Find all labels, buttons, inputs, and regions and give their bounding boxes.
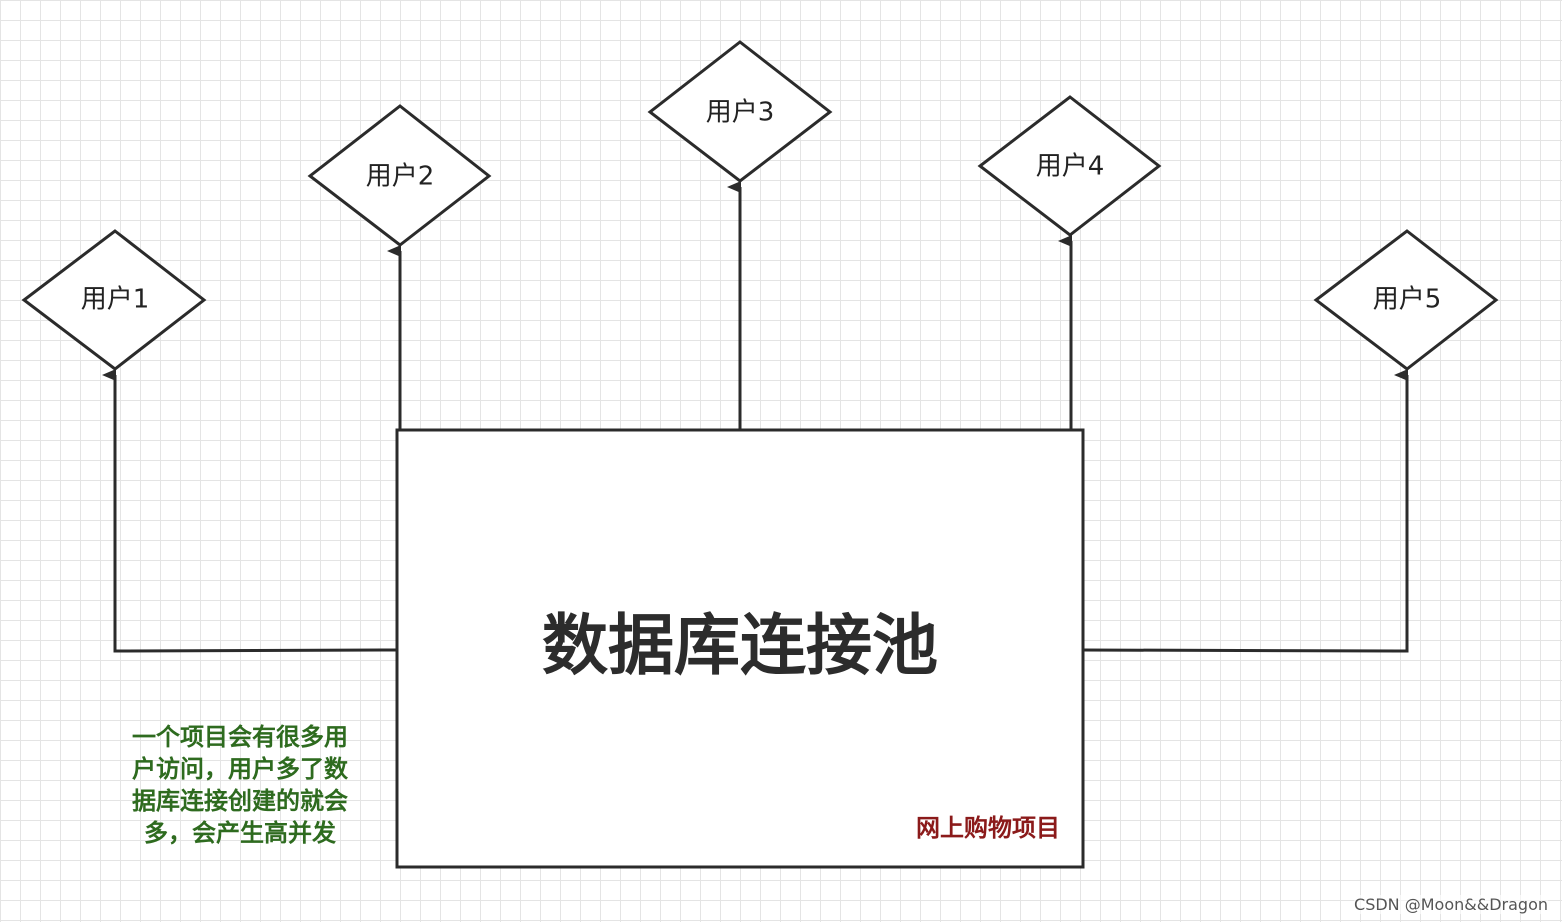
user-node-3: 用户3 bbox=[647, 40, 833, 183]
user-node-1: 用户1 bbox=[21, 229, 207, 371]
user-label: 用户4 bbox=[1036, 152, 1105, 182]
user-diamond bbox=[647, 40, 833, 183]
user-node-5: 用户5 bbox=[1313, 229, 1499, 371]
user-label: 用户5 bbox=[1373, 285, 1442, 315]
user-label: 用户3 bbox=[706, 98, 775, 128]
connection-pool-box: 数据库连接池 网上购物项目 bbox=[395, 428, 1085, 869]
user-label: 用户2 bbox=[366, 162, 435, 192]
connection-pool-title: 数据库连接池 bbox=[542, 607, 938, 684]
user-diamond bbox=[977, 95, 1162, 237]
connectors bbox=[102, 181, 1409, 653]
note-line: 多，会产生高并发 bbox=[144, 819, 336, 847]
connector-user-5 bbox=[1082, 369, 1409, 653]
user-label: 用户1 bbox=[81, 285, 150, 315]
project-label: 网上购物项目 bbox=[916, 814, 1060, 842]
user-diamond bbox=[21, 229, 207, 371]
user-node-4: 用户4 bbox=[977, 95, 1162, 237]
note-line: 据库连接创建的就会 bbox=[132, 787, 348, 815]
note-line: 一个项目会有很多用 bbox=[132, 723, 348, 751]
connector-user-1 bbox=[102, 369, 398, 653]
watermark: CSDN @Moon&&Dragon bbox=[1354, 895, 1548, 914]
explanation-note: 一个项目会有很多用 户访问，用户多了数 据库连接创建的就会 多，会产生高并发 bbox=[110, 721, 370, 849]
user-node-2: 用户2 bbox=[307, 104, 492, 247]
connection-pool-rect bbox=[395, 428, 1085, 869]
note-line: 户访问，用户多了数 bbox=[132, 755, 348, 783]
user-diamond bbox=[1313, 229, 1499, 371]
user-diamond bbox=[307, 104, 492, 247]
